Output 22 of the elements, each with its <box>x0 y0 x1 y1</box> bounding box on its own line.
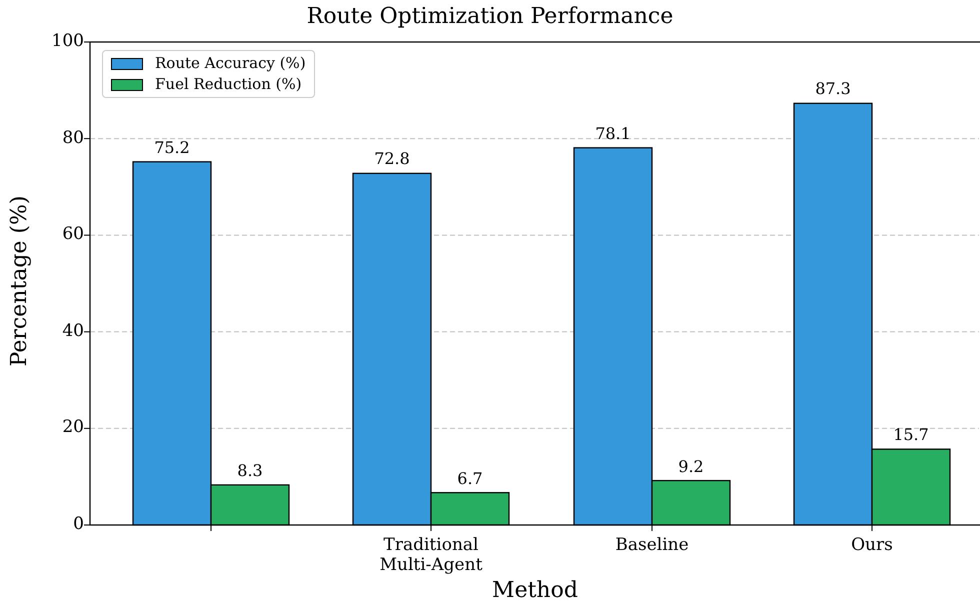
value-label: 9.2 <box>677 458 705 475</box>
legend-label: Route Accuracy (%) <box>155 56 306 71</box>
category-label: Traditional Multi-Agent <box>378 535 484 575</box>
value-label: 72.8 <box>373 151 411 168</box>
tick-label: 60 <box>62 226 84 244</box>
legend-label: Fuel Reduction (%) <box>155 77 302 92</box>
value-label: 78.1 <box>594 126 632 142</box>
value-label: 6.7 <box>456 470 484 487</box>
value-label: 87.3 <box>814 81 852 98</box>
tick-label: 20 <box>62 419 84 436</box>
axis-title: Method <box>491 580 579 602</box>
tick-label: 40 <box>62 322 84 340</box>
tick-label: 0 <box>73 516 84 533</box>
category-label: Baseline <box>614 535 690 555</box>
axis-title: Percentage (%) <box>9 194 31 368</box>
tick-label: 100 <box>52 33 84 50</box>
value-label: 8.3 <box>236 462 264 479</box>
chart-title: Route Optimization Performance <box>306 6 674 28</box>
tick-label: 80 <box>62 130 84 147</box>
value-label: 75.2 <box>153 140 191 156</box>
value-label: 15.7 <box>892 427 930 444</box>
category-label: Ours <box>850 535 894 555</box>
